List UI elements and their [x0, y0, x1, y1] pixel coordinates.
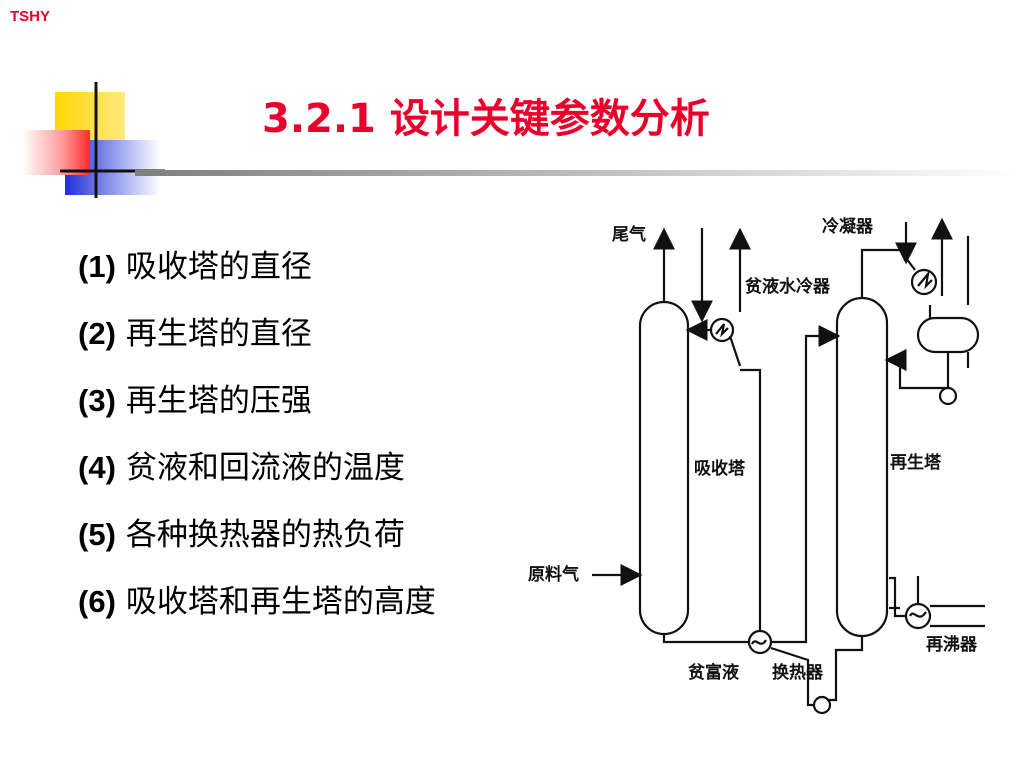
label-lean-rich: 贫富液 — [687, 662, 739, 683]
list-item: (6)吸收塔和再生塔的高度 — [78, 584, 436, 620]
label-feed-gas: 原料气 — [528, 564, 579, 585]
label-regenerator: 再生塔 — [890, 452, 942, 473]
list-item: (4)贫液和回流液的温度 — [78, 450, 405, 486]
parameter-list: (1)吸收塔的直径 (2)再生塔的直径 (3)再生塔的压强 (4)贫液和回流液的… — [78, 244, 528, 646]
label-heat-exchanger: 换热器 — [772, 662, 824, 683]
regenerator-column — [835, 296, 889, 638]
absorber-column — [638, 300, 690, 636]
title-divider — [135, 170, 1024, 176]
label-condenser: 冷凝器 — [822, 216, 874, 237]
list-item: (2)再生塔的直径 — [78, 316, 312, 352]
page-title: 3.2.1 设计关键参数分析 — [262, 96, 710, 142]
title-decoration — [22, 82, 165, 198]
reflux-pump — [938, 386, 958, 406]
brand-logo-text: TSHY — [10, 8, 51, 25]
process-flow-diagram: 尾气 冷凝器 贫液水冷器 吸收塔 再生塔 原料气 再沸器 贫富液 换热器 — [528, 216, 985, 715]
reflux-drum — [916, 316, 980, 354]
label-reboiler: 再沸器 — [926, 634, 978, 655]
label-lean-cooler: 贫液水冷器 — [744, 276, 831, 297]
list-item: (1)吸收塔的直径 — [78, 249, 312, 285]
deco-red-square — [22, 130, 90, 175]
label-absorber: 吸收塔 — [694, 458, 746, 479]
label-tail-gas: 尾气 — [612, 224, 646, 245]
list-item: (3)再生塔的压强 — [78, 383, 312, 419]
lean-pump — [812, 695, 832, 715]
list-item: (5)各种换热器的热负荷 — [78, 517, 405, 553]
condenser-exchanger — [910, 268, 938, 296]
